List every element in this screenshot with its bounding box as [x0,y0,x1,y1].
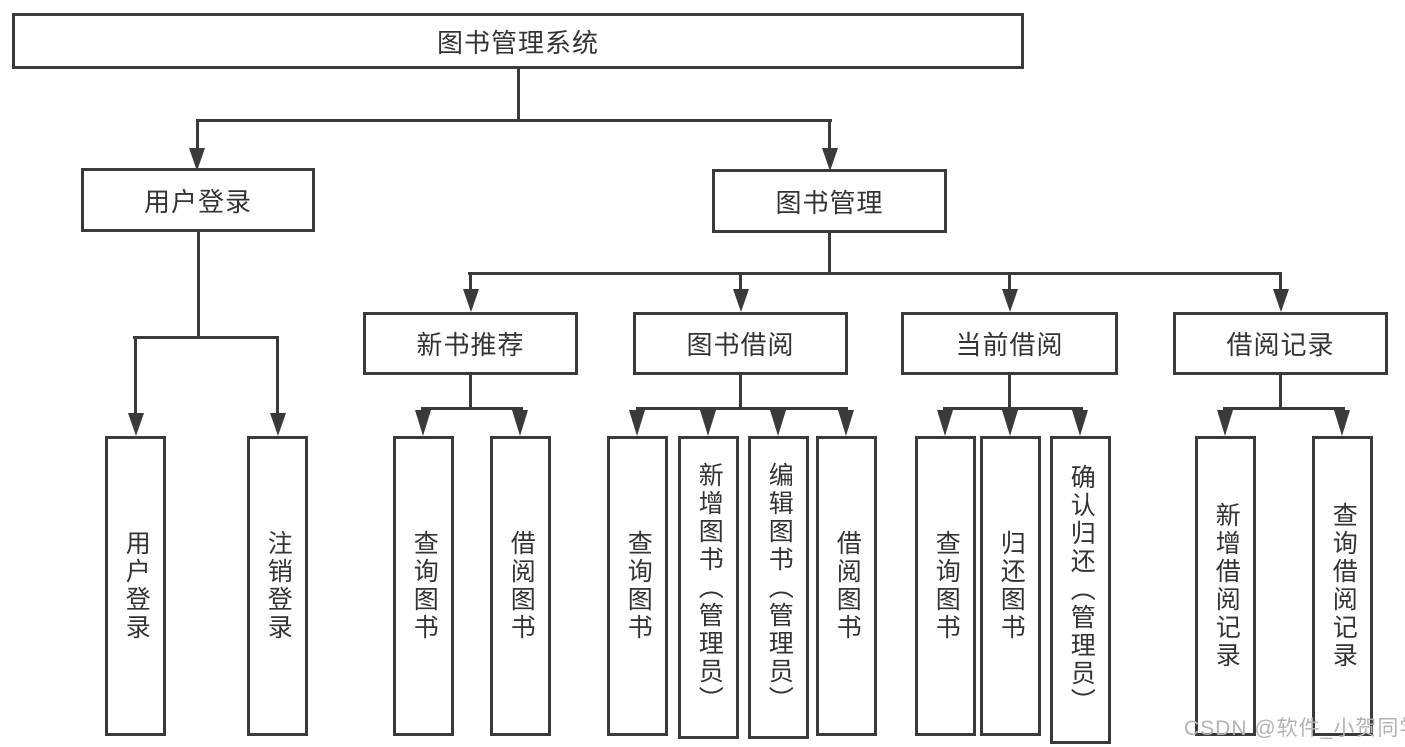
leaf-label: 确认归还（管理员） [1067,464,1096,716]
connector-bookmgmt-bar [468,272,1282,275]
leaf-label: 查询借阅记录 [1329,502,1358,670]
arrowhead-to-cb-confirm [1072,410,1088,436]
leaf-user-login: 用户登录 [105,436,166,736]
arrowhead-to-new-books [463,289,479,312]
connector-bookmgmt-trunk [828,233,831,273]
leaf-br-query-record: 查询借阅记录 [1312,436,1373,736]
node-label: 图书管理 [775,187,884,218]
connector-userlogin-bar [133,336,279,339]
arrowhead-to-leaf-logout [270,413,286,436]
leaf-br-add-record: 新增借阅记录 [1195,436,1256,736]
connector-currentborrow-trunk [1008,375,1011,408]
leaf-logout: 注销登录 [247,436,308,736]
leaf-bb-edit-books-admin: 编辑图书（管理员） [748,436,809,739]
arrowhead-to-bb-borrow [838,410,854,436]
arrowhead-to-book-borrow [733,289,749,312]
leaf-label: 新增图书（管理员） [695,461,724,714]
connector-bookborrow-trunk [739,375,742,408]
connector-currentborrow-bar [943,407,1083,410]
connector-userlogin-stem-left [134,336,137,414]
arrowhead-to-bb-query [629,410,645,436]
arrowhead-to-bb-add [700,410,716,436]
leaf-label: 借阅图书 [507,530,536,642]
connector-root-stem-left [196,119,199,151]
leaf-label: 新增借阅记录 [1212,502,1241,670]
leaf-nb-borrow-books: 借阅图书 [490,436,551,736]
node-current-borrow: 当前借阅 [901,312,1118,375]
leaf-bb-borrow-books: 借阅图书 [816,436,877,736]
leaf-nb-query-books: 查询图书 [393,436,454,736]
connector-root-stem-right [828,119,831,151]
leaf-bb-add-books-admin: 新增图书（管理员） [678,436,739,739]
arrowhead-to-borrow-records [1273,289,1289,312]
arrowhead-to-leaf-user-login [128,413,144,436]
leaf-label: 查询图书 [932,530,961,642]
connector-newbooks-trunk [469,375,472,408]
leaf-label: 注销登录 [264,530,293,642]
leaf-label: 编辑图书（管理员） [765,461,794,714]
leaf-label: 归还图书 [997,530,1026,642]
connector-bookmgmt-stem-3 [1008,272,1011,290]
connector-userlogin-trunk [197,232,200,336]
node-label: 图书借阅 [686,330,795,360]
leaf-label: 查询图书 [624,530,653,642]
node-user-login: 用户登录 [81,168,315,232]
connector-bookmgmt-stem-4 [1279,272,1282,290]
arrowhead-to-user-login [189,148,205,171]
arrowhead-to-current-borrow [1002,289,1018,312]
node-label: 新书推荐 [416,330,525,360]
connector-bookmgmt-stem-1 [469,272,472,290]
arrowhead-to-bb-edit [770,410,786,436]
arrowhead-to-nb-query [415,410,431,436]
node-book-mgmt: 图书管理 [712,169,947,233]
node-label: 用户登录 [143,186,252,217]
arrowhead-to-br-query [1334,410,1350,436]
node-book-borrow: 图书借阅 [633,312,848,375]
node-label: 图书管理系统 [436,27,599,58]
leaf-bb-query-books: 查询图书 [607,436,668,736]
arrowhead-to-nb-borrow [512,410,528,436]
connector-root-trunk [517,69,520,119]
leaf-label: 借阅图书 [833,530,862,642]
node-label: 借阅记录 [1226,330,1335,360]
connector-root-bar [196,119,832,122]
connector-bookmgmt-stem-2 [739,272,742,290]
connector-borrowrecords-bar [1223,407,1345,410]
arrowhead-to-cb-return [1002,410,1018,436]
connector-newbooks-bar [421,407,523,410]
node-new-books: 新书推荐 [363,312,578,375]
leaf-label: 用户登录 [122,530,151,642]
leaf-label: 查询图书 [410,530,439,642]
node-borrow-records: 借阅记录 [1173,312,1388,375]
node-root-system: 图书管理系统 [12,13,1024,69]
node-label: 当前借阅 [955,330,1064,360]
arrowhead-to-br-add [1217,410,1233,436]
arrowhead-to-book-mgmt [822,148,838,171]
csdn-watermark: CSDN @软件_小贺同学 [1184,717,1405,740]
leaf-cb-query-books: 查询图书 [915,436,976,736]
leaf-cb-return-books: 归还图书 [980,436,1041,736]
connector-borrowrecords-trunk [1279,375,1282,408]
leaf-cb-confirm-return-admin: 确认归还（管理员） [1050,436,1111,744]
connector-bookborrow-bar [636,407,848,410]
arrowhead-to-cb-query [937,410,953,436]
connector-userlogin-stem-right [276,336,279,414]
